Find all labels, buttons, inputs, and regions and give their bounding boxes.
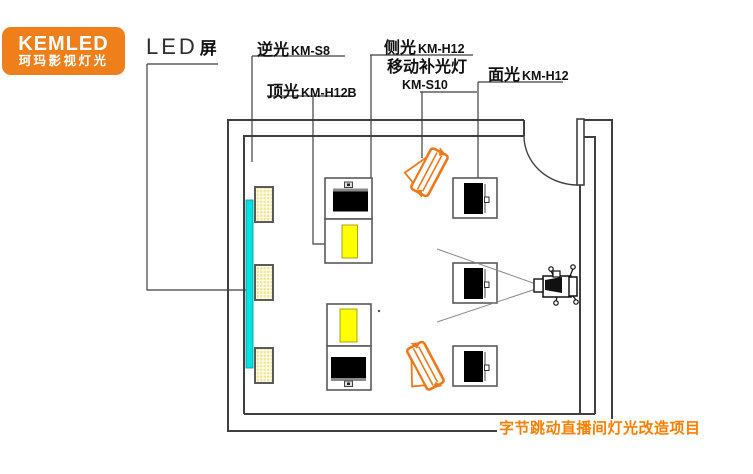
- mobile-fill-light-upper: [403, 147, 449, 198]
- leader-led-screen-run: [146, 64, 246, 291]
- mobile-fill-light-lower: [406, 340, 445, 391]
- led-screen-bar: [245, 199, 254, 369]
- label-side-light-model: KM-H12: [418, 42, 465, 56]
- project-title: 字节跳动直播间灯光改造项目: [499, 420, 701, 437]
- camera-icon: [533, 264, 579, 306]
- label-backlight-model: KM-S8: [291, 44, 330, 58]
- label-top-light-name: 顶光: [267, 84, 300, 101]
- side-light-bar-upper: [333, 188, 368, 192]
- top-light-panel-upper: [341, 224, 358, 259]
- label-led-screen-cjk: 屏: [199, 39, 217, 58]
- door: [523, 118, 585, 186]
- face-light-fixtures: [452, 177, 498, 387]
- kemled-logo: KEMLED 珂玛影视灯光: [2, 27, 125, 75]
- side-light-panel-upper: [333, 191, 368, 212]
- backlight-fixture-2: [254, 264, 274, 301]
- backlight-fixture-3: [254, 347, 274, 384]
- side-light-bar-lower: [331, 378, 366, 381]
- logo-brand-text: KEMLED: [18, 33, 109, 56]
- label-side-light: 侧光 KM-H12: [384, 34, 465, 58]
- label-mobile-fill-model: KM-S10: [402, 78, 448, 92]
- label-mobile-fill-light: 移动补光灯 KM-S10: [387, 60, 467, 92]
- door-swing-arc: [523, 135, 578, 186]
- side-top-light-unit-upper: [324, 177, 373, 264]
- label-backlight: 逆光 KM-S8: [257, 36, 330, 60]
- top-light-panel-lower: [339, 308, 358, 343]
- face-light-fixture-1: [452, 177, 498, 219]
- label-led-screen-latin: LED: [146, 34, 198, 59]
- logo-subtitle-text: 珂玛影视灯光: [18, 54, 109, 69]
- side-light-mount-dot-lower: [347, 382, 350, 385]
- label-top-light: 顶光 KM-H12B: [267, 78, 357, 102]
- backlight-fixture-1: [254, 186, 274, 223]
- label-backlight-name: 逆光: [257, 42, 290, 59]
- label-mobile-fill-name: 移动补光灯: [387, 59, 468, 76]
- label-face-light: 面光 KM-H12: [488, 61, 569, 85]
- door-leaf: [576, 118, 585, 186]
- camera-view-cone: [436, 248, 537, 323]
- face-light-fixture-3: [452, 345, 498, 387]
- label-face-light-name: 面光: [488, 67, 521, 84]
- side-light-mount-dot-upper: [347, 183, 350, 186]
- backlight-fixtures: [254, 186, 274, 384]
- side-light-panel-lower: [331, 357, 366, 378]
- side-top-light-unit-lower: [326, 303, 372, 391]
- face-light-fixture-2: [452, 262, 498, 304]
- label-face-light-model: KM-H12: [522, 69, 569, 83]
- label-top-light-model: KM-H12B: [301, 86, 357, 100]
- plot-dot: [377, 309, 381, 313]
- label-side-light-name: 侧光: [384, 40, 417, 57]
- label-led-screen: LED 屏: [146, 34, 217, 60]
- room-walls: [227, 119, 613, 432]
